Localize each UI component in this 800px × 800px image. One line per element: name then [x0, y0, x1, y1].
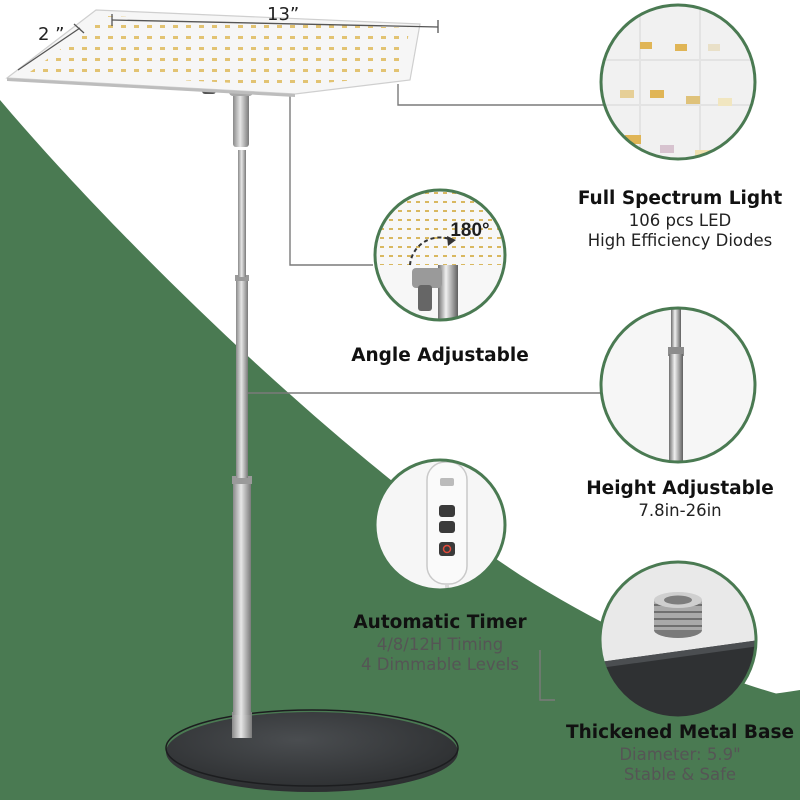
- feature-full-spectrum: Full Spectrum Light 106 pcs LED High Eff…: [560, 188, 800, 251]
- feature-detail: 4 Dimmable Levels: [361, 654, 519, 674]
- feature-detail: Stable & Safe: [623, 764, 737, 784]
- pole-upper: [238, 150, 246, 277]
- callout-lines: [245, 84, 604, 701]
- metal-base: [166, 712, 458, 792]
- pole-middle: [236, 278, 248, 478]
- feature-height-adjustable: Height Adjustable 7.8in-26in: [570, 478, 790, 521]
- feature-detail: High Efficiency Diodes: [587, 230, 773, 250]
- feature-detail: 4/8/12H Timing: [376, 634, 504, 654]
- depth-dimension-label: 2 ”: [38, 24, 65, 45]
- angle-badge: 180°: [450, 220, 489, 241]
- angle-closeup-circle: [373, 188, 507, 322]
- feature-angle-adjustable: Angle Adjustable: [330, 345, 550, 368]
- feature-title: Full Spectrum Light: [577, 188, 783, 209]
- dimension-markers: [17, 14, 439, 71]
- feature-title: Thickened Metal Base: [565, 722, 795, 743]
- feature-metal-base: Thickened Metal Base Diameter: 5.9" Stab…: [560, 722, 800, 785]
- feature-automatic-timer: Automatic Timer 4/8/12H Timing 4 Dimmabl…: [330, 612, 550, 675]
- feature-title: Height Adjustable: [586, 478, 774, 499]
- timer-closeup-circle: [373, 458, 507, 592]
- base-closeup-circle: [598, 560, 758, 720]
- feature-title: Angle Adjustable: [351, 345, 529, 366]
- pole-lower: [233, 480, 251, 715]
- base-collar: [232, 712, 252, 738]
- green-bottom-right: [560, 690, 800, 800]
- feature-detail: Diameter: 5.9": [619, 744, 741, 764]
- feature-detail: 7.8in-26in: [638, 500, 722, 520]
- led-closeup-circle: [599, 3, 757, 161]
- width-dimension-label: 13”: [267, 4, 300, 25]
- pole-joint: [233, 92, 249, 147]
- feature-title: Automatic Timer: [353, 612, 527, 633]
- pole-closeup-circle: [599, 306, 757, 464]
- feature-detail: 106 pcs LED: [628, 210, 732, 230]
